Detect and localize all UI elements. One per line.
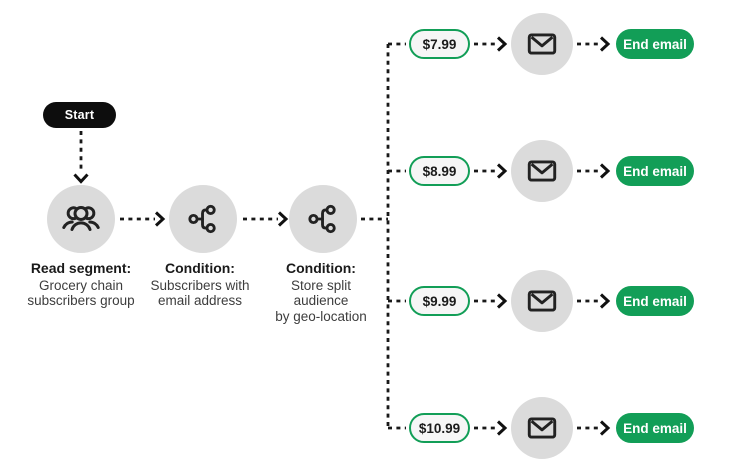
end-email-node-4[interactable]: End email bbox=[616, 413, 694, 443]
node-read-segment[interactable] bbox=[47, 185, 115, 253]
end-email-node-3[interactable]: End email bbox=[616, 286, 694, 316]
node-label-line: subscribers group bbox=[27, 293, 135, 308]
arrowhead-right-icon bbox=[496, 293, 508, 309]
node-label-line: Store split bbox=[290, 277, 352, 293]
node-label-line: Subscribers with bbox=[150, 277, 250, 293]
arrowhead-right-icon bbox=[599, 420, 611, 436]
node-condition-geo[interactable] bbox=[289, 185, 357, 253]
arrowhead-right-icon bbox=[277, 211, 289, 227]
node-label-line: Grocery chain bbox=[38, 277, 124, 293]
arrowhead-right-icon bbox=[496, 163, 508, 179]
arrowhead-right-icon bbox=[599, 293, 611, 309]
branch-icon bbox=[308, 204, 336, 234]
email-icon bbox=[527, 33, 557, 55]
node-title: Condition: bbox=[286, 260, 356, 276]
node-label-line: email address bbox=[157, 293, 243, 308]
arrowhead-right-icon bbox=[154, 211, 166, 227]
users-icon bbox=[62, 206, 100, 231]
node-label-condition-email: Condition: Subscribers with email addres… bbox=[129, 260, 271, 309]
arrowhead-right-icon bbox=[599, 163, 611, 179]
email-node-4[interactable] bbox=[511, 397, 573, 459]
node-title: Read segment: bbox=[30, 260, 132, 276]
end-email-node-1[interactable]: End email bbox=[616, 29, 694, 59]
arrowhead-right-icon bbox=[496, 36, 508, 52]
email-icon bbox=[527, 417, 557, 439]
price-node-3[interactable]: $9.99 bbox=[409, 286, 470, 316]
email-node-3[interactable] bbox=[511, 270, 573, 332]
email-icon bbox=[527, 290, 557, 312]
email-node-2[interactable] bbox=[511, 140, 573, 202]
arrowhead-down-icon bbox=[73, 173, 89, 184]
start-node[interactable]: Start bbox=[43, 102, 116, 128]
arrowhead-right-icon bbox=[496, 420, 508, 436]
price-node-2[interactable]: $8.99 bbox=[409, 156, 470, 186]
price-node-1[interactable]: $7.99 bbox=[409, 29, 470, 59]
node-label-line: audience bbox=[293, 293, 349, 308]
node-label-line: by geo-location bbox=[275, 308, 367, 324]
node-label-condition-geo: Condition: Store split audience by geo-l… bbox=[250, 260, 392, 324]
email-icon bbox=[527, 160, 557, 182]
node-label-read-segment: Read segment: Grocery chain subscribers … bbox=[10, 260, 152, 309]
price-node-4[interactable]: $10.99 bbox=[409, 413, 470, 443]
branch-icon bbox=[188, 204, 216, 234]
email-node-1[interactable] bbox=[511, 13, 573, 75]
arrowhead-right-icon bbox=[599, 36, 611, 52]
end-email-node-2[interactable]: End email bbox=[616, 156, 694, 186]
node-condition-email[interactable] bbox=[169, 185, 237, 253]
node-title: Condition: bbox=[165, 260, 235, 276]
